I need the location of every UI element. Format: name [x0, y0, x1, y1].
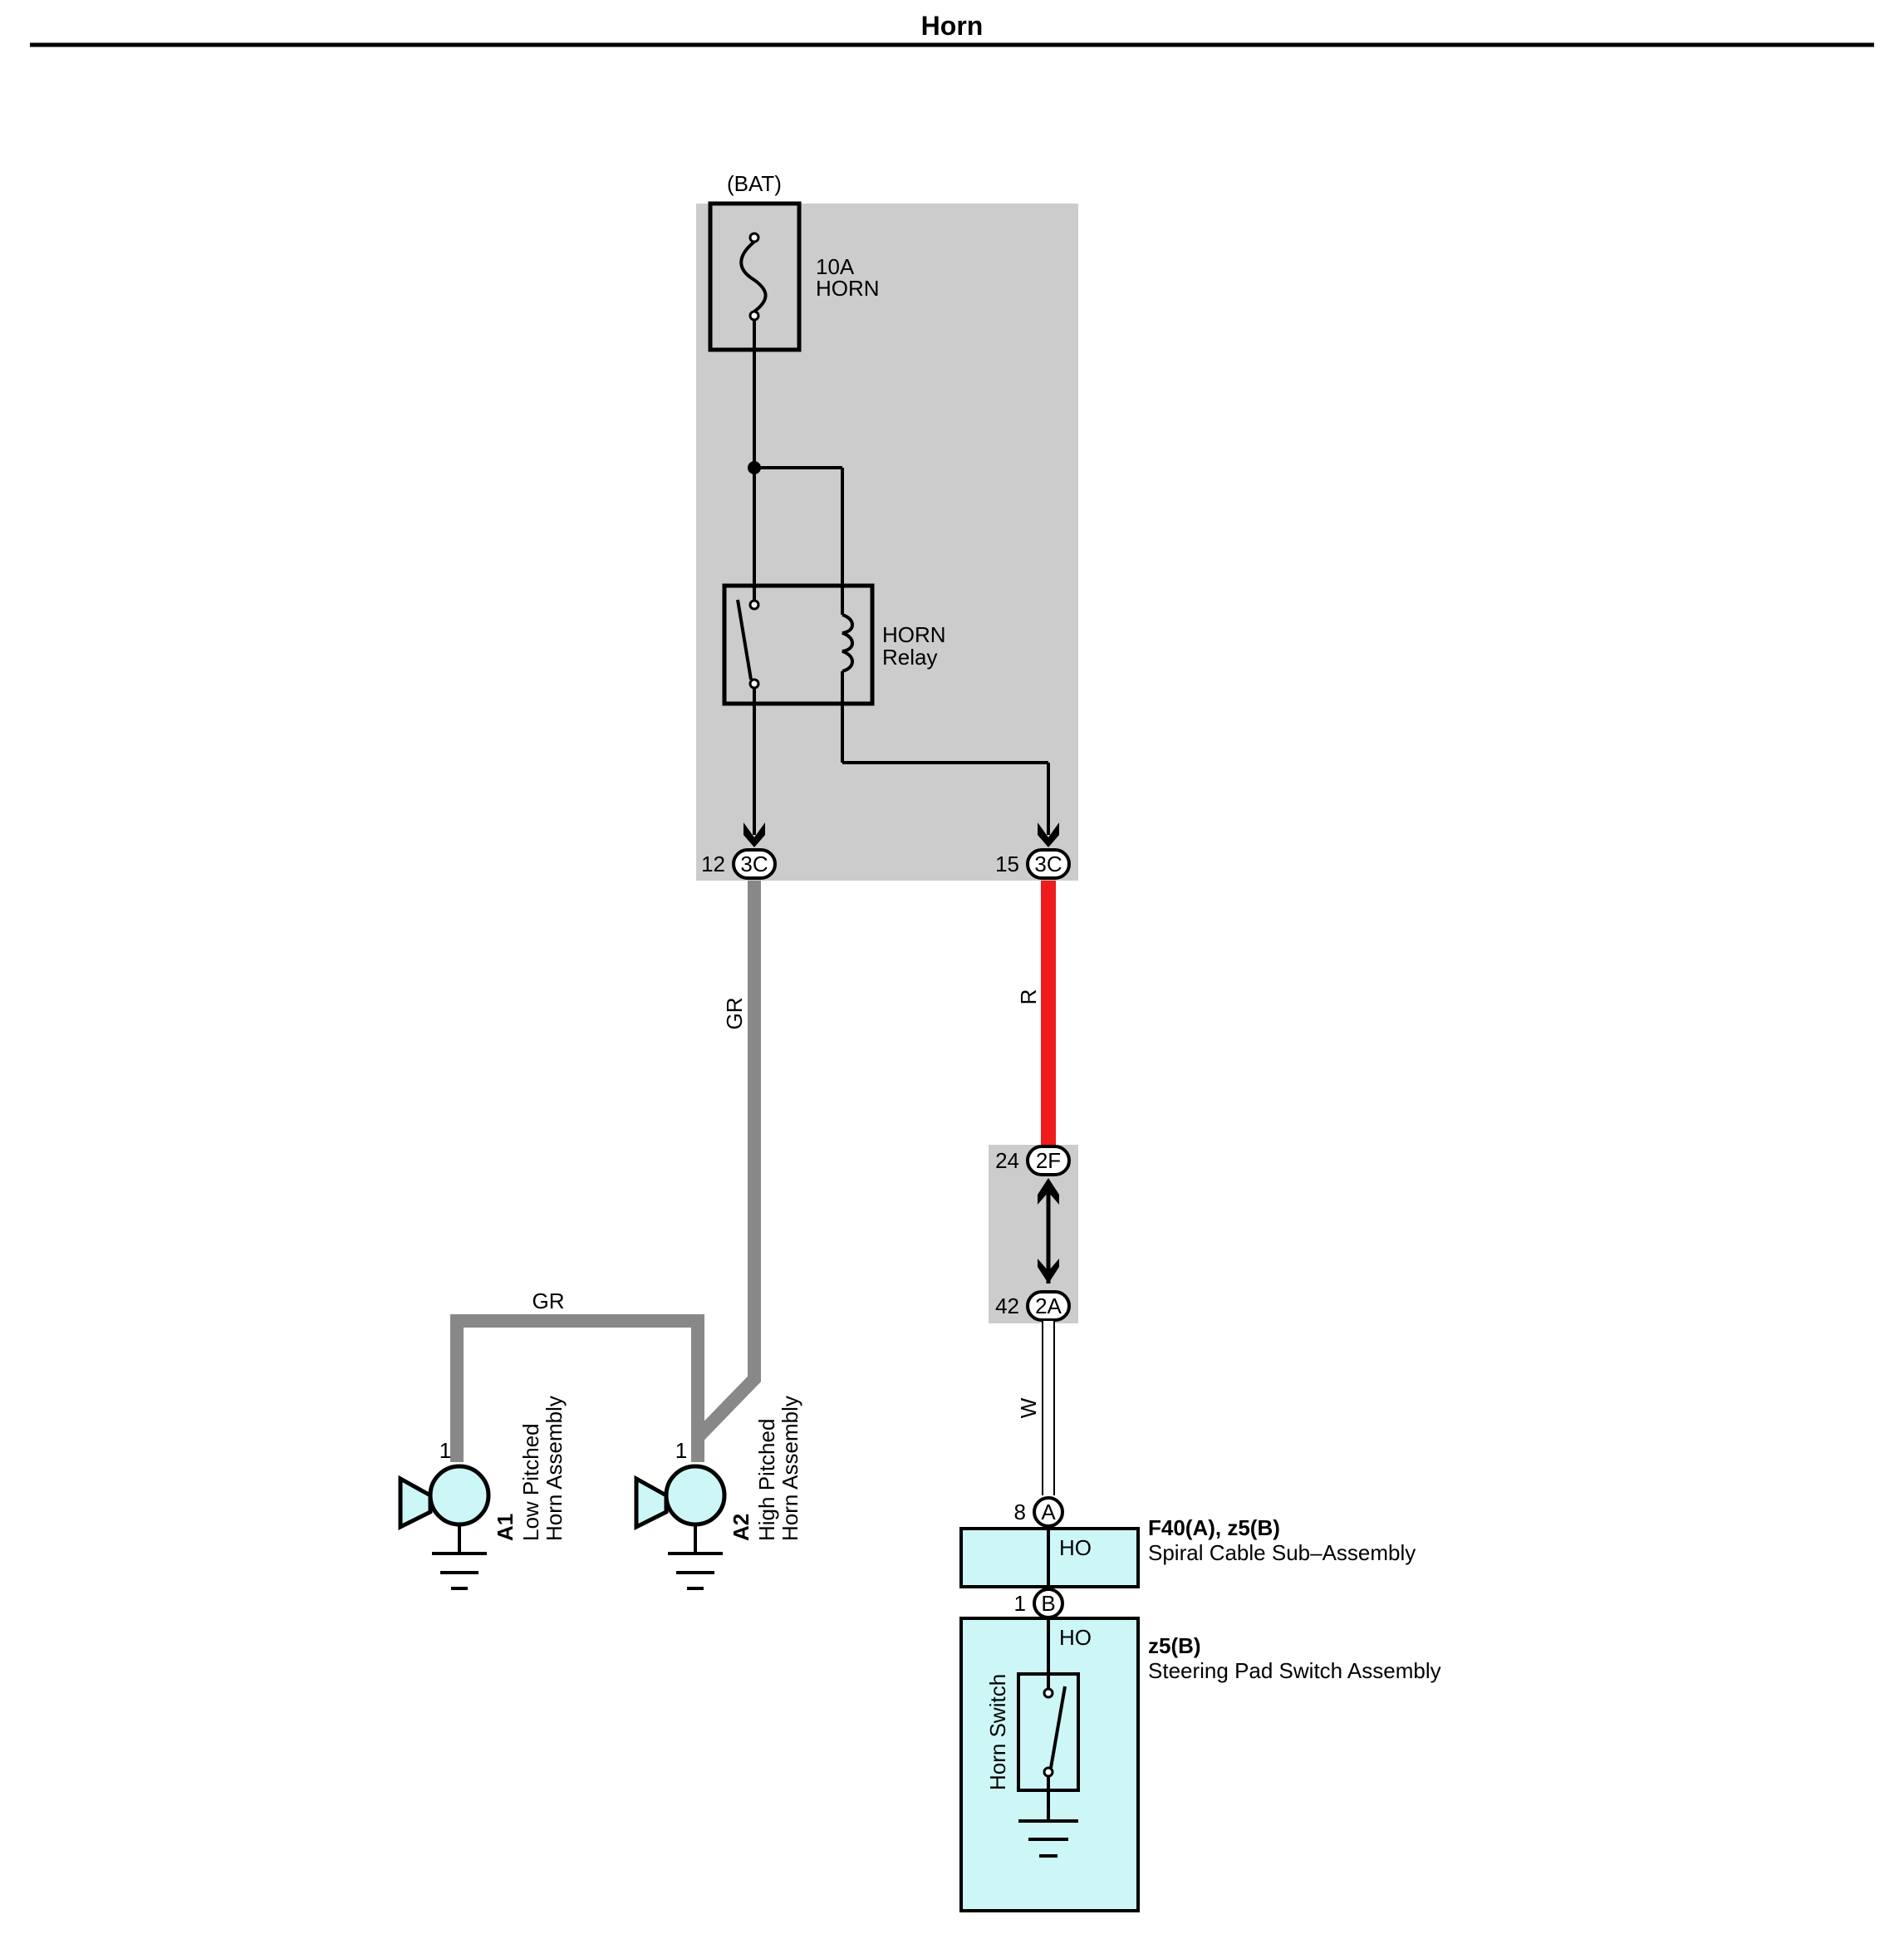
connector-8-a-code: A	[1041, 1500, 1056, 1524]
spiral-cable-ref: F40(A), z5(B)	[1148, 1515, 1280, 1540]
horn-a1-id: A1	[493, 1514, 518, 1541]
pad-name: Steering Pad Switch Assembly	[1148, 1658, 1441, 1683]
connector-15-3c: 3C	[1026, 848, 1071, 880]
r-wire-label: R	[1016, 989, 1041, 1005]
horn-a1	[398, 1464, 491, 1590]
connector-42-2a: 2A	[1026, 1290, 1071, 1322]
connector-1-b: B	[1033, 1588, 1064, 1619]
horn-a2-line2: Horn Assembly	[778, 1396, 802, 1541]
gr-wire-label-vertical: GR	[722, 998, 747, 1030]
power-source-label: (BAT)	[727, 171, 782, 196]
arrow-down-2a	[1038, 1259, 1059, 1284]
arrow-up-2f	[1038, 1178, 1059, 1205]
gr-wire-label-horizontal: GR	[532, 1289, 565, 1313]
horn-a2-id: A2	[729, 1514, 753, 1541]
horn-a1-line1: Low Pitched	[518, 1423, 543, 1541]
pin-1-b: 1	[1014, 1591, 1026, 1616]
spiral-cable-name: Spiral Cable Sub–Assembly	[1148, 1540, 1416, 1565]
horn-relay	[722, 583, 875, 706]
fuse-rating: 10A	[816, 254, 855, 279]
horn-a2-pin: 1	[675, 1438, 687, 1463]
fuse-name: HORN	[816, 276, 880, 301]
gr-wire	[450, 881, 761, 1462]
connector-8-a: A	[1033, 1496, 1064, 1528]
pad-terminal: HO	[1059, 1625, 1092, 1650]
pin-42: 42	[995, 1293, 1019, 1318]
connector-24-2f: 2F	[1026, 1145, 1071, 1176]
horn-a1-pin: 1	[439, 1438, 451, 1463]
horn-switch	[1017, 1672, 1080, 1792]
relay-label-line2: Relay	[882, 645, 937, 670]
pad-ref: z5(B)	[1148, 1633, 1201, 1658]
connector-15-3c-code: 3C	[1034, 852, 1062, 876]
pin-24: 24	[995, 1148, 1019, 1173]
pin-8: 8	[1014, 1500, 1026, 1524]
horn-switch-label: Horn Switch	[985, 1674, 1010, 1790]
relay-label-line1: HORN	[882, 622, 946, 647]
connector-24-2f-code: 2F	[1036, 1148, 1061, 1173]
connector-42-2a-code: 2A	[1035, 1293, 1062, 1318]
arrow-15-3c	[1038, 822, 1059, 847]
connector-12-3c-code: 3C	[740, 852, 768, 876]
horn-a2-line1: High Pitched	[754, 1419, 779, 1541]
spiral-cable-terminal: HO	[1059, 1535, 1092, 1560]
pin-15: 15	[995, 852, 1019, 876]
w-wire-label: W	[1016, 1397, 1041, 1418]
connector-12-3c: 3C	[732, 848, 777, 880]
wire-junction-dot	[748, 461, 761, 474]
connector-1-b-code: B	[1041, 1591, 1055, 1616]
page-title: Horn	[921, 11, 984, 41]
horn-a1-line2: Horn Assembly	[542, 1396, 567, 1541]
pin-12: 12	[701, 852, 725, 876]
junction-block	[696, 204, 1078, 881]
horn-a2	[634, 1464, 727, 1590]
pad-ground-icon	[1018, 1819, 1078, 1858]
arrow-12-3c	[743, 822, 765, 847]
